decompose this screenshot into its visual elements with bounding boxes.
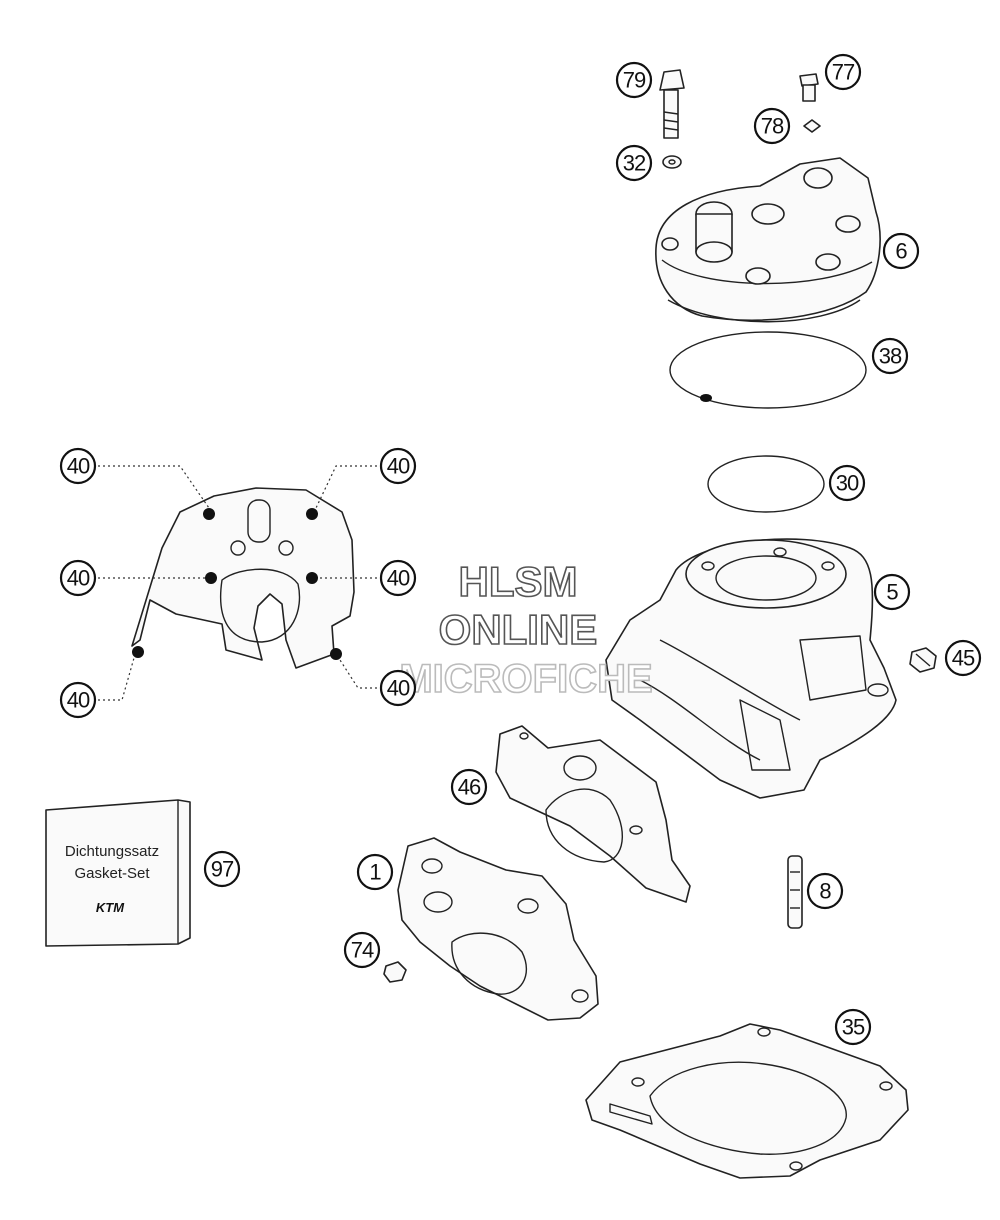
callout-40-bottom-left[interactable]: 40 [59, 681, 97, 719]
callout-label: 45 [952, 646, 975, 671]
base-gasket-part [585, 1023, 909, 1179]
callout-label: 6 [895, 239, 907, 264]
callout-label: 40 [387, 454, 410, 479]
callout-label: 77 [832, 60, 855, 85]
callout-78[interactable]: 78 [753, 107, 791, 145]
watermark-line-1: HLSM [459, 558, 578, 605]
callout-label: 35 [842, 1015, 865, 1040]
callout-label: 5 [886, 580, 898, 605]
leader-lines [98, 465, 382, 701]
callout-label: 1 [369, 860, 381, 885]
callout-97[interactable]: 97 [203, 850, 241, 888]
callout-label: 46 [458, 775, 481, 800]
callout-label: 38 [879, 344, 902, 369]
callout-35[interactable]: 35 [834, 1008, 872, 1046]
cylinder-head-part [655, 157, 881, 323]
callout-1[interactable]: 1 [356, 853, 394, 891]
callout-32[interactable]: 32 [615, 144, 653, 182]
callout-label: 40 [387, 566, 410, 591]
callout-40-mid-right[interactable]: 40 [379, 559, 417, 597]
callout-label: 79 [623, 68, 646, 93]
callout-label: 97 [211, 857, 234, 882]
screw-part [799, 73, 819, 102]
ktm-logo: KTM [96, 900, 125, 915]
callout-46[interactable]: 46 [450, 768, 488, 806]
nut-part-74 [383, 961, 407, 983]
callout-40-bottom-right[interactable]: 40 [379, 669, 417, 707]
cylinder-part [605, 538, 897, 799]
callout-45[interactable]: 45 [944, 639, 982, 677]
callout-label: 32 [623, 151, 646, 176]
o-ring-part [669, 331, 867, 409]
nut-part-45 [909, 647, 937, 673]
intake-gasket-part [495, 725, 691, 903]
callout-label: 40 [67, 454, 90, 479]
gasket-kit-title-en: Gasket-Set [74, 865, 150, 882]
intake-flange-part [397, 837, 599, 1021]
seal-ring-part [707, 455, 825, 513]
callout-79[interactable]: 79 [615, 61, 653, 99]
watermark-line-3: MICROFICHE [399, 657, 652, 701]
callout-74[interactable]: 74 [343, 931, 381, 969]
callout-5[interactable]: 5 [873, 573, 911, 611]
callout-40-top-right[interactable]: 40 [379, 447, 417, 485]
callout-label: 40 [387, 676, 410, 701]
callout-40-top-left[interactable]: 40 [59, 447, 97, 485]
dowel-pin-part [787, 855, 803, 929]
gasket-kit-title-de: Dichtungssatz [65, 843, 159, 860]
watermark: HLSM ONLINE MICROFICHE [399, 557, 654, 702]
watermark-line-2: ONLINE [439, 606, 598, 653]
callout-6[interactable]: 6 [882, 232, 920, 270]
callout-40-mid-left[interactable]: 40 [59, 559, 97, 597]
callout-77[interactable]: 77 [824, 53, 862, 91]
callout-label: 40 [67, 566, 90, 591]
bolt-part [659, 69, 685, 139]
callout-label: 30 [836, 471, 859, 496]
callout-label: 78 [761, 114, 784, 139]
callout-38[interactable]: 38 [871, 337, 909, 375]
nut-part [803, 119, 821, 133]
gasket-kit-box: Dichtungssatz Gasket-Set KTM [45, 799, 191, 947]
callout-30[interactable]: 30 [828, 464, 866, 502]
callout-8[interactable]: 8 [806, 872, 844, 910]
washer-part [662, 155, 682, 169]
callout-label: 8 [819, 879, 831, 904]
callout-label: 40 [67, 688, 90, 713]
gasket-plate-part [131, 487, 355, 669]
callout-label: 74 [351, 938, 374, 963]
